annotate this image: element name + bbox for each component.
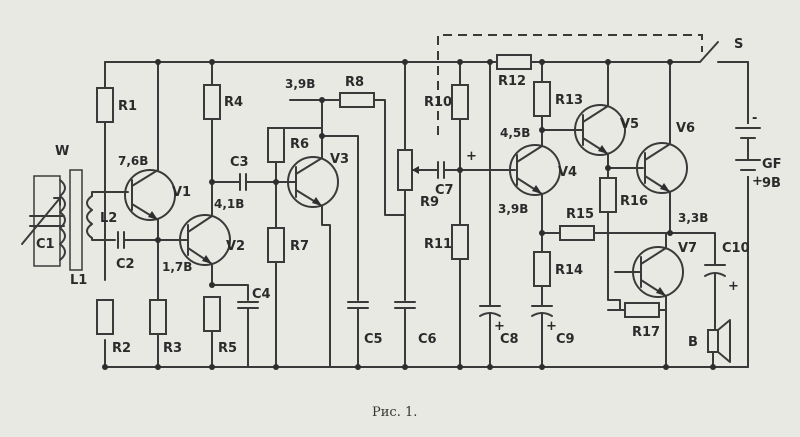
- label-r15: R15: [566, 207, 594, 222]
- label-gf-voltage: 9В: [762, 176, 781, 191]
- voltage-v3-collector: 3,9B: [285, 77, 315, 91]
- label-w: W: [55, 144, 69, 159]
- label-r12: R12: [498, 74, 526, 89]
- speaker-b: [707, 319, 731, 363]
- label-r8: R8: [345, 75, 364, 90]
- label-c10: C10: [722, 241, 750, 256]
- label-gf: GF: [762, 157, 782, 172]
- resistor-r16[interactable]: [599, 177, 617, 213]
- polarity-gf-minus: -: [752, 111, 757, 126]
- voltage-v1-collector: 7,6B: [118, 154, 148, 168]
- resistor-r13[interactable]: [533, 81, 551, 117]
- label-c1: C1: [36, 237, 55, 252]
- inductor-l2: [86, 195, 93, 239]
- resistor-r15[interactable]: [559, 225, 595, 241]
- voltage-v2-emitter: 1,7В: [162, 260, 192, 274]
- label-r11: R11: [424, 237, 452, 252]
- resistor-r8[interactable]: [339, 92, 375, 108]
- label-v2: V2: [226, 239, 245, 254]
- label-b: B: [688, 335, 698, 350]
- label-c2: C2: [116, 257, 135, 272]
- label-r4: R4: [224, 95, 243, 110]
- voltage-v7-collector: 3,3В: [678, 211, 708, 225]
- label-r13: R13: [555, 93, 583, 108]
- transistor-v2[interactable]: [179, 214, 231, 266]
- label-r17: R17: [632, 325, 660, 340]
- label-c5: C5: [364, 332, 383, 347]
- label-c7: C7: [435, 183, 454, 198]
- resistor-r17[interactable]: [624, 302, 660, 318]
- figure-caption: Рис. 1.: [372, 405, 417, 420]
- resistor-r2[interactable]: [96, 299, 114, 335]
- resistor-r14[interactable]: [533, 251, 551, 287]
- label-l2: L2: [100, 211, 117, 226]
- label-v1: V1: [172, 185, 191, 200]
- label-r6: R6: [290, 137, 309, 152]
- resistor-r1[interactable]: [96, 87, 114, 123]
- label-r2: R2: [112, 341, 131, 356]
- label-c3: C3: [230, 155, 249, 170]
- tank-frame: [33, 175, 61, 267]
- polarity-c7-plus: +: [466, 149, 477, 164]
- resistor-r3[interactable]: [149, 299, 167, 335]
- transistor-v1[interactable]: [124, 169, 176, 221]
- junction-dots: [102, 59, 716, 370]
- resistor-r6[interactable]: [267, 127, 285, 163]
- label-r3: R3: [163, 341, 182, 356]
- label-r16: R16: [620, 194, 648, 209]
- capacitor-c1[interactable]: [21, 197, 65, 245]
- label-v5: V5: [620, 117, 639, 132]
- polarity-c9-plus: +: [546, 319, 557, 334]
- transistor-v6[interactable]: [636, 142, 688, 194]
- label-c6: C6: [418, 332, 437, 347]
- label-r9: R9: [420, 195, 439, 210]
- resistor-r11[interactable]: [451, 224, 469, 260]
- polarity-c8-plus: +: [494, 319, 505, 334]
- resistor-r7[interactable]: [267, 227, 285, 263]
- l2-to-v1-base: [91, 191, 129, 197]
- voltage-v4-emitter: 3,9В: [498, 202, 528, 216]
- resistor-r4[interactable]: [203, 84, 221, 120]
- label-r7: R7: [290, 239, 309, 254]
- polarity-gf-plus: +: [752, 174, 763, 189]
- transistor-v5[interactable]: [574, 104, 626, 156]
- l2-to-c2: [91, 237, 116, 241]
- label-r1: R1: [118, 99, 137, 114]
- switch-s[interactable]: [699, 41, 719, 63]
- label-v3: V3: [330, 152, 349, 167]
- label-r10: R10: [424, 95, 452, 110]
- resistor-r5[interactable]: [203, 296, 221, 332]
- ferrite-rod-w: [69, 169, 83, 271]
- battery-gf: [735, 124, 761, 176]
- voltage-v4-collector: 4,5В: [500, 126, 530, 140]
- label-c8: C8: [500, 332, 519, 347]
- resistor-r12[interactable]: [496, 54, 532, 70]
- label-r5: R5: [218, 341, 237, 356]
- resistor-r10[interactable]: [451, 84, 469, 120]
- transistor-v4[interactable]: [509, 144, 561, 196]
- label-v7: V7: [678, 241, 697, 256]
- label-r14: R14: [555, 263, 583, 278]
- label-s: S: [734, 37, 743, 52]
- voltage-v2-collector: 4,1В: [214, 197, 244, 211]
- polarity-c10-plus: +: [728, 279, 739, 294]
- label-c4: C4: [252, 287, 271, 302]
- potentiometer-r9[interactable]: [397, 149, 413, 191]
- dashed-link: [437, 34, 703, 135]
- transistor-v3[interactable]: [287, 156, 339, 208]
- label-v4: V4: [558, 165, 577, 180]
- label-c9: C9: [556, 332, 575, 347]
- label-v6: V6: [676, 121, 695, 136]
- label-l1: L1: [70, 273, 87, 288]
- inductor-l1: [59, 179, 66, 261]
